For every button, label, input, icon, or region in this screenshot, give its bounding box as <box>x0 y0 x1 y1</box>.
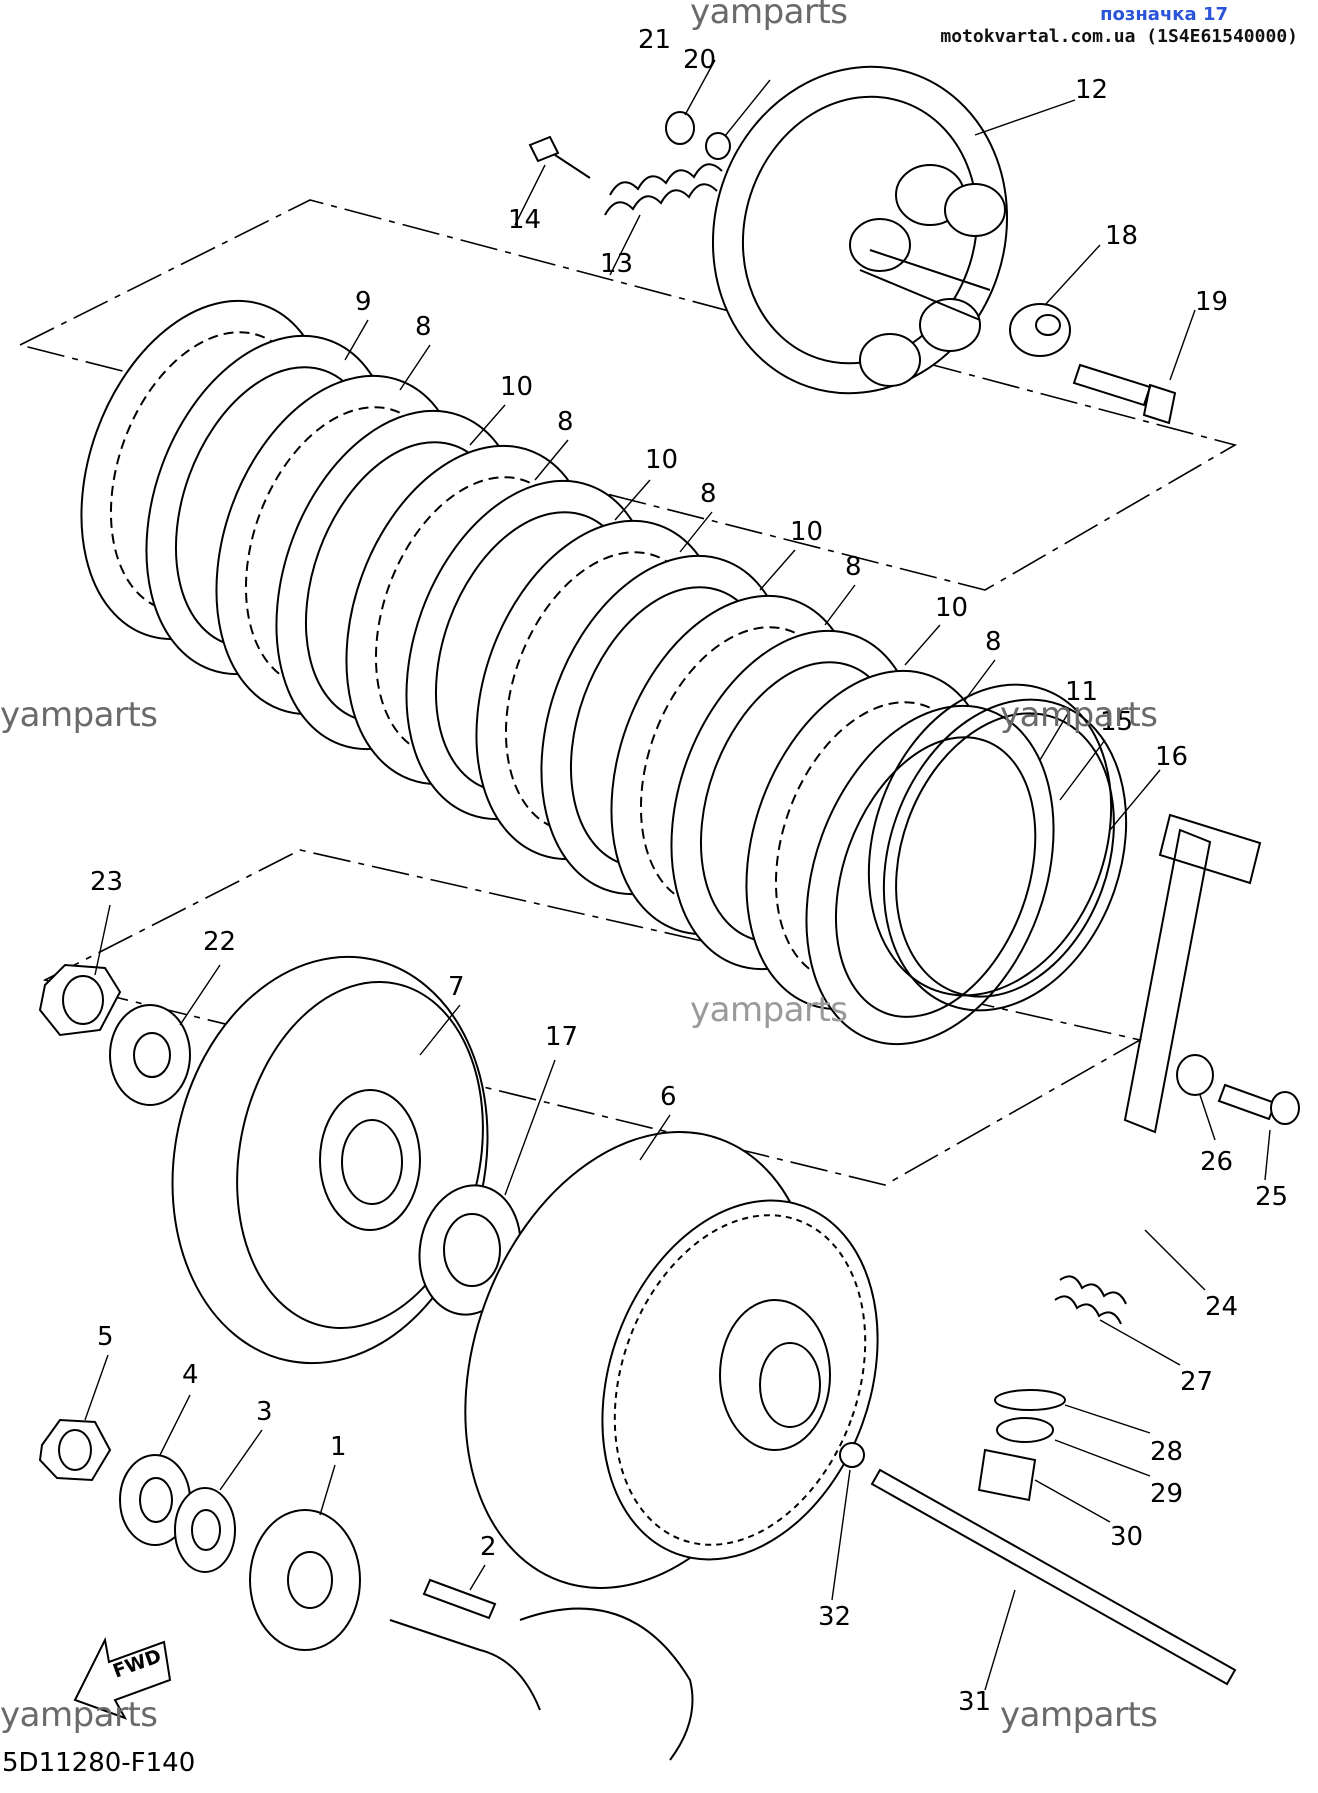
callout-number: 25 <box>1255 1182 1288 1212</box>
callout-number: 8 <box>985 627 1002 657</box>
callout-number: 16 <box>1155 742 1188 772</box>
callout-number: 18 <box>1105 221 1138 251</box>
callout-number: 11 <box>1065 677 1098 707</box>
push-rod-assembly <box>839 1389 1237 1686</box>
clutch-boss <box>171 955 489 1365</box>
callout-number: 10 <box>500 372 533 402</box>
catalog-badge: позначка 17 <box>1100 4 1228 25</box>
callout-number: 15 <box>1100 707 1133 737</box>
callout-labels: 2120121413181998108108108108111516232271… <box>90 25 1288 1717</box>
callout-number: 17 <box>545 1022 578 1052</box>
callout-number: 3 <box>256 1397 273 1427</box>
watermark: yamparts <box>690 990 848 1030</box>
callout-number: 1 <box>330 1432 347 1462</box>
callout-number: 30 <box>1110 1522 1143 1552</box>
clutch-plate <box>805 704 1055 1046</box>
pressure-plate <box>711 65 1009 395</box>
callout-number: 22 <box>203 927 236 957</box>
callout-number: 9 <box>355 287 372 317</box>
callout-number: 28 <box>1150 1437 1183 1467</box>
watermark: yamparts <box>0 695 158 735</box>
lower-hardware <box>38 1418 694 1761</box>
callout-number: 2 <box>480 1532 497 1562</box>
callout-number: 27 <box>1180 1367 1213 1397</box>
callout-number: 20 <box>683 45 716 75</box>
callout-number: 8 <box>557 407 574 437</box>
callout-number: 12 <box>1075 75 1108 105</box>
callout-number: 29 <box>1150 1479 1183 1509</box>
callout-number: 21 <box>638 25 671 55</box>
plate-inner-edge <box>834 736 1037 1018</box>
forward-arrow-icon <box>73 1636 172 1720</box>
callout-number: 5 <box>97 1322 114 1352</box>
callout-number: 7 <box>448 972 465 1002</box>
callout-leaders <box>84 59 1271 1691</box>
clutch-plate-stack <box>80 299 1055 1046</box>
boss-nut-washer <box>38 963 191 1106</box>
callout-number: 4 <box>182 1360 199 1390</box>
callout-number: 13 <box>600 249 633 279</box>
clutch-rings <box>867 683 1128 1012</box>
callout-number: 19 <box>1195 287 1228 317</box>
callout-number: 6 <box>660 1082 677 1112</box>
callout-number: 8 <box>845 552 862 582</box>
source-caption: motokvartal.com.ua (1S4E61540000) <box>940 26 1298 47</box>
top-hardware <box>528 111 1177 425</box>
callout-number: 10 <box>790 517 823 547</box>
callout-number: 8 <box>415 312 432 342</box>
callout-number: 10 <box>645 445 678 475</box>
clutch-plates-boundary <box>17 199 1238 591</box>
callout-number: 32 <box>818 1602 851 1632</box>
watermark: yamparts <box>1000 1695 1158 1735</box>
push-lever-shaft <box>1054 813 1300 1325</box>
callout-number: 14 <box>508 205 541 235</box>
callout-number: 26 <box>1200 1147 1233 1177</box>
callout-number: 31 <box>958 1687 991 1717</box>
watermark: yamparts <box>1000 695 1158 735</box>
reference-code: 5D11280-F140 <box>2 1748 196 1778</box>
callout-number: 24 <box>1205 1292 1238 1322</box>
watermark: yamparts <box>690 0 848 32</box>
watermark: yamparts <box>0 1695 158 1735</box>
callout-number: 10 <box>935 593 968 623</box>
callout-number: 8 <box>700 479 717 509</box>
primary-driven-gear <box>464 1131 879 1589</box>
callout-number: 23 <box>90 867 123 897</box>
